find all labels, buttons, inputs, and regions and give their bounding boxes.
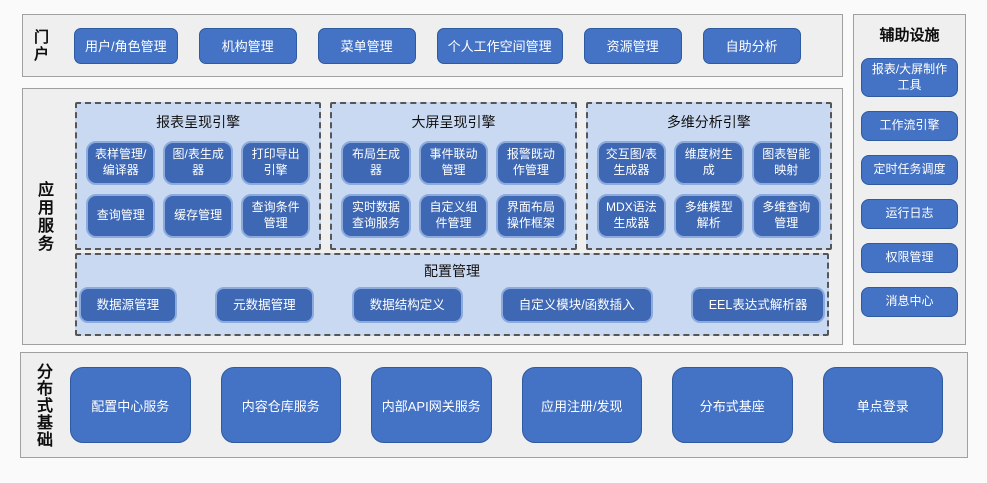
distributed-button-row: 配置中心服务 内容仓库服务 内部API网关服务 应用注册/发现 分布式基座 单点… bbox=[70, 367, 943, 443]
node-realtime-data-query-service: 实时数据查询服务 bbox=[341, 194, 411, 238]
group-title: 多维分析引擎 bbox=[666, 114, 751, 130]
node-data-structure-definition: 数据结构定义 bbox=[351, 287, 463, 323]
node-resource-mgmt: 资源管理 bbox=[583, 27, 682, 64]
node-print-export-engine: 打印导出引擎 bbox=[240, 141, 311, 185]
group-grid: 表样管理/编译器 图/表生成器 打印导出引擎 查询管理 缓存管理 查询条件管理 bbox=[86, 141, 311, 238]
node-query-condition-mgmt: 查询条件管理 bbox=[240, 194, 311, 238]
node-config-center-service: 配置中心服务 bbox=[70, 367, 191, 443]
node-permission-mgmt: 权限管理 bbox=[861, 243, 958, 274]
node-custom-component-mgmt: 自定义组件管理 bbox=[418, 194, 489, 238]
auxiliary-button-column: 报表/大屏制作工具 工作流引擎 定时任务调度 运行日志 权限管理 消息中心 bbox=[854, 58, 965, 318]
node-interactive-chart-generator: 交互图/表生成器 bbox=[596, 141, 667, 185]
node-eel-expression-parser: EEL表达式解析器 bbox=[690, 287, 826, 323]
node-event-linkage-mgmt: 事件联动管理 bbox=[418, 141, 489, 185]
app-services-section-label: 应用服务 bbox=[35, 180, 52, 253]
node-internal-api-gateway-service: 内部API网关服务 bbox=[371, 367, 492, 443]
engine-groups-row: 报表呈现引擎 表样管理/编译器 图/表生成器 打印导出引擎 查询管理 缓存管理 … bbox=[75, 102, 832, 250]
node-run-log: 运行日志 bbox=[861, 199, 958, 230]
node-custom-module-function-insert: 自定义模块/函数插入 bbox=[500, 287, 653, 323]
node-message-center: 消息中心 bbox=[861, 287, 958, 318]
portal-section-label: 门户 bbox=[32, 28, 49, 63]
node-chart-table-generator: 图/表生成器 bbox=[163, 141, 233, 185]
group-multidim-analysis-engine: 多维分析引擎 交互图/表生成器 维度树生成 图表智能映射 MDX语法生成器 多维… bbox=[585, 102, 832, 250]
node-content-repository-service: 内容仓库服务 bbox=[220, 367, 341, 443]
config-button-row: 数据源管理 元数据管理 数据结构定义 自定义模块/函数插入 EEL表达式解析器 bbox=[77, 287, 827, 323]
node-query-mgmt: 查询管理 bbox=[86, 194, 156, 238]
group-grid: 交互图/表生成器 维度树生成 图表智能映射 MDX语法生成器 多维模型解析 多维… bbox=[596, 141, 821, 238]
node-self-service-analysis: 自助分析 bbox=[702, 27, 801, 64]
node-user-role-mgmt: 用户/角色管理 bbox=[74, 27, 178, 64]
node-single-sign-on: 单点登录 bbox=[822, 367, 943, 443]
node-alarm-action-mgmt: 报警既动作管理 bbox=[496, 141, 566, 185]
distributed-foundation-section: 分布式基础 配置中心服务 内容仓库服务 内部API网关服务 应用注册/发现 分布… bbox=[20, 352, 968, 458]
node-org-mgmt: 机构管理 bbox=[198, 27, 297, 64]
node-menu-mgmt: 菜单管理 bbox=[317, 27, 416, 64]
node-sheet-mgmt-compiler: 表样管理/编译器 bbox=[86, 141, 156, 185]
node-app-registration-discovery: 应用注册/发现 bbox=[521, 367, 642, 443]
node-chart-smart-mapping: 图表智能映射 bbox=[751, 141, 821, 185]
node-personal-workspace-mgmt: 个人工作空间管理 bbox=[436, 27, 563, 64]
app-services-section: 应用服务 报表呈现引擎 表样管理/编译器 图/表生成器 打印导出引擎 查询管理 … bbox=[22, 88, 843, 345]
group-report-render-engine: 报表呈现引擎 表样管理/编译器 图/表生成器 打印导出引擎 查询管理 缓存管理 … bbox=[75, 102, 322, 250]
node-multidim-query-mgmt: 多维查询管理 bbox=[751, 194, 821, 238]
distributed-section-label: 分布式基础 bbox=[34, 362, 51, 448]
group-bigscreen-render-engine: 大屏呈现引擎 布局生成器 事件联动管理 报警既动作管理 实时数据查询服务 自定义… bbox=[330, 102, 577, 250]
group-grid: 布局生成器 事件联动管理 报警既动作管理 实时数据查询服务 自定义组件管理 界面… bbox=[341, 141, 566, 238]
node-scheduled-task-scheduling: 定时任务调度 bbox=[861, 155, 958, 186]
node-workflow-engine: 工作流引擎 bbox=[861, 111, 958, 142]
portal-button-row: 用户/角色管理 机构管理 菜单管理 个人工作空间管理 资源管理 自助分析 bbox=[74, 27, 801, 64]
group-title: 配置管理 bbox=[424, 263, 480, 279]
node-dimension-tree-generation: 维度树生成 bbox=[674, 141, 744, 185]
node-ui-layout-framework: 界面布局操作框架 bbox=[496, 194, 566, 238]
group-config-mgmt: 配置管理 数据源管理 元数据管理 数据结构定义 自定义模块/函数插入 EEL表达… bbox=[75, 253, 829, 336]
node-distributed-base: 分布式基座 bbox=[672, 367, 793, 443]
node-metadata-mgmt: 元数据管理 bbox=[215, 287, 314, 323]
auxiliary-facilities-section: 辅助设施 报表/大屏制作工具 工作流引擎 定时任务调度 运行日志 权限管理 消息… bbox=[853, 14, 966, 345]
node-multidim-model-parsing: 多维模型解析 bbox=[674, 194, 744, 238]
group-title: 大屏呈现引擎 bbox=[411, 114, 496, 130]
auxiliary-section-title: 辅助设施 bbox=[879, 27, 940, 44]
node-mdx-syntax-generator: MDX语法生成器 bbox=[596, 194, 667, 238]
node-datasource-mgmt: 数据源管理 bbox=[78, 287, 178, 323]
node-layout-generator: 布局生成器 bbox=[341, 141, 411, 185]
node-report-bigscreen-authoring-tool: 报表/大屏制作工具 bbox=[861, 58, 958, 98]
portal-section: 门户 用户/角色管理 机构管理 菜单管理 个人工作空间管理 资源管理 自助分析 bbox=[22, 14, 843, 77]
group-title: 报表呈现引擎 bbox=[156, 114, 241, 130]
node-cache-mgmt: 缓存管理 bbox=[163, 194, 233, 238]
